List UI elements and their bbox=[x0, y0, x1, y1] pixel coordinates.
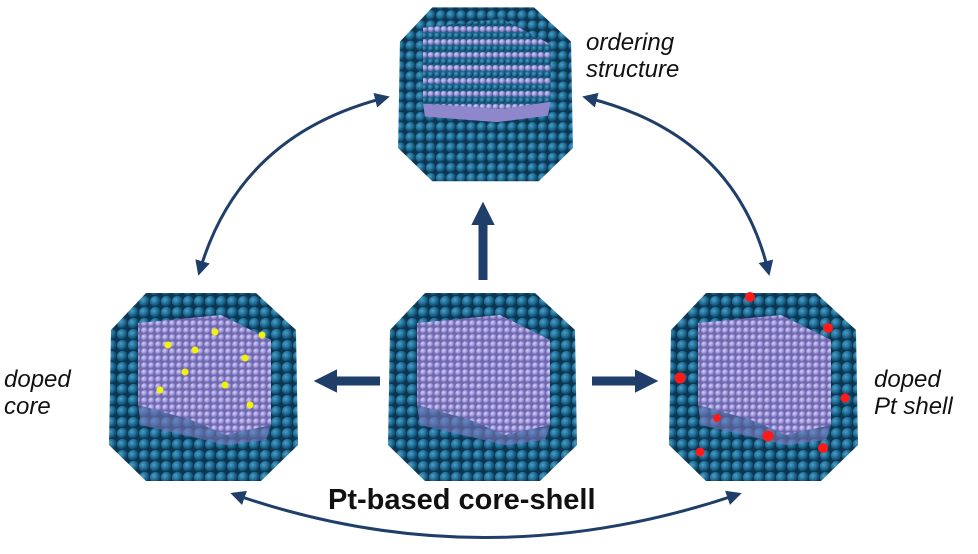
label-line: doped bbox=[4, 366, 71, 393]
label-line: ordering bbox=[586, 29, 675, 56]
nanoparticle-core-shell bbox=[388, 293, 577, 481]
label-line: core bbox=[4, 393, 51, 420]
label-ordering-structure: ordering structure bbox=[586, 29, 679, 83]
nanoparticle-doped-core bbox=[109, 293, 298, 481]
label-line: doped bbox=[874, 366, 941, 393]
label-line: Pt shell bbox=[874, 393, 953, 420]
arrow-top-right-bidirectional bbox=[582, 92, 774, 276]
label-doped-pt-shell: doped Pt shell bbox=[874, 366, 953, 420]
label-pt-based-core-shell: Pt-based core-shell bbox=[328, 484, 596, 516]
nanoparticle-ordering-structure bbox=[398, 7, 573, 182]
label-line: structure bbox=[586, 56, 680, 83]
core-dopants bbox=[156, 328, 266, 409]
shell-dopants bbox=[674, 292, 850, 457]
arrow-bottom-bidirectional bbox=[230, 490, 742, 539]
label-doped-core: doped core bbox=[4, 366, 71, 420]
arrow-top-left-bidirectional bbox=[195, 92, 390, 276]
